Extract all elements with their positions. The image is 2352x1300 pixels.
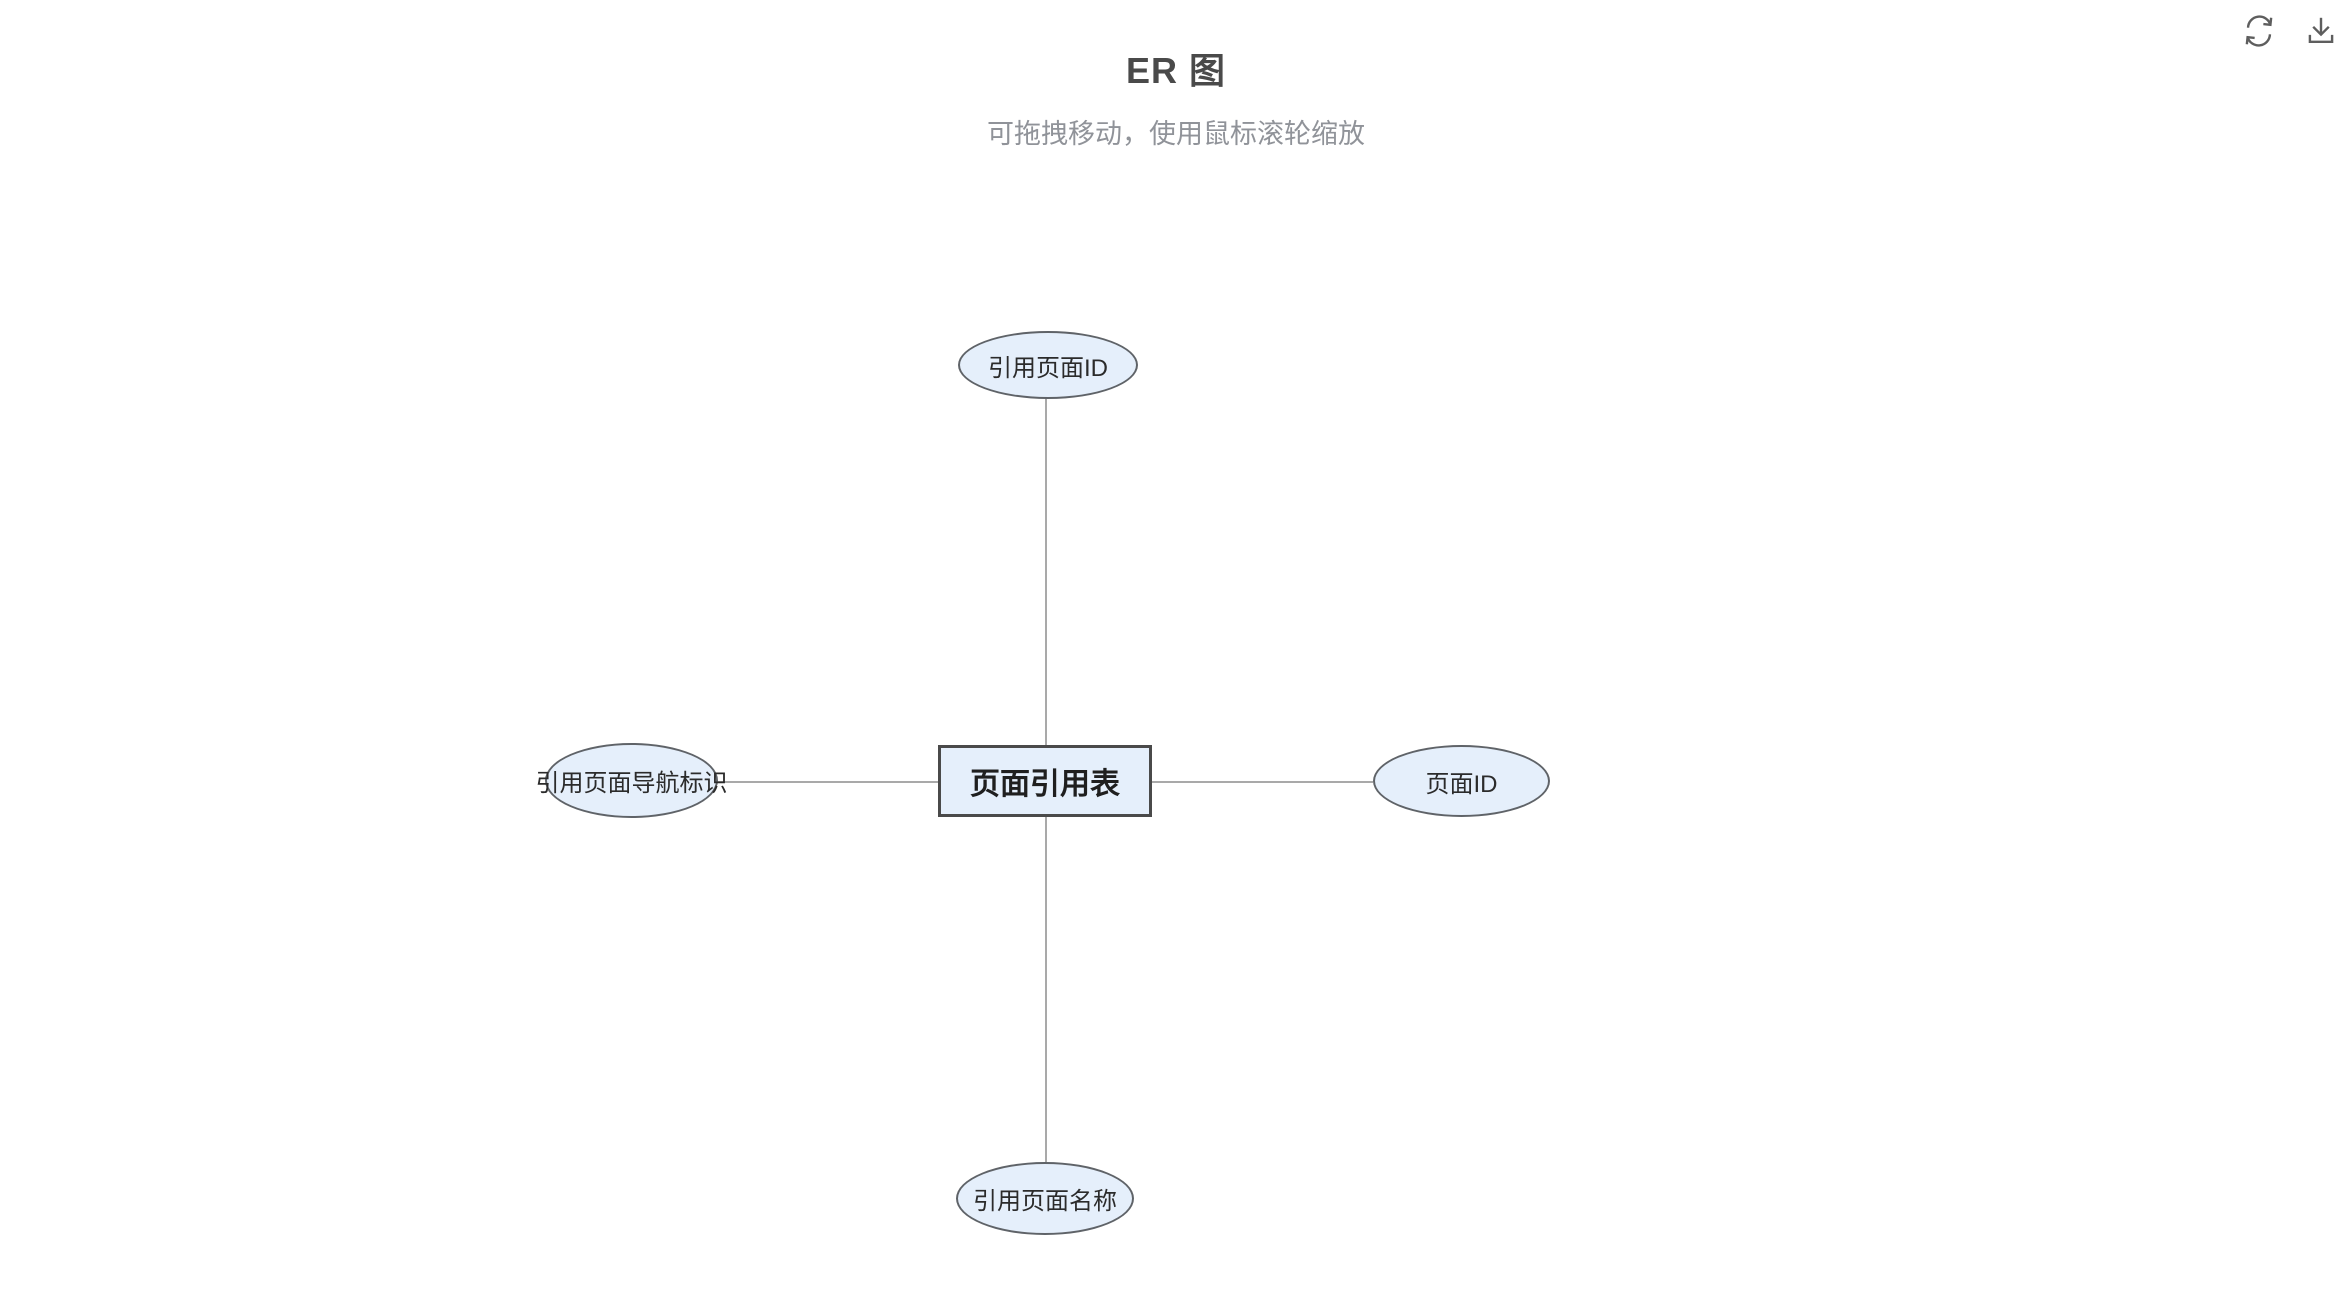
- edge-bottom: [1045, 817, 1047, 1162]
- attribute-node-bottom[interactable]: 引用页面名称: [956, 1162, 1134, 1235]
- refresh-button[interactable]: [2240, 12, 2278, 50]
- attribute-node-top[interactable]: 引用页面ID: [958, 331, 1138, 399]
- download-icon: [2308, 17, 2334, 43]
- toolbar: [2240, 12, 2340, 50]
- attribute-label: 引用页面导航标识: [535, 770, 728, 797]
- attribute-node-right[interactable]: 页面ID: [1373, 745, 1550, 817]
- edge-top: [1045, 398, 1047, 745]
- attribute-label: 引用页面名称: [973, 1188, 1117, 1215]
- download-button[interactable]: [2302, 12, 2340, 50]
- attribute-label: 引用页面ID: [988, 354, 1108, 382]
- entity-node[interactable]: 页面引用表: [938, 745, 1152, 817]
- edge-right: [1152, 781, 1373, 783]
- edge-left: [717, 781, 938, 783]
- attribute-node-left[interactable]: 引用页面导航标识: [536, 743, 728, 818]
- refresh-icon: [2245, 15, 2273, 47]
- attribute-label: 页面ID: [1425, 770, 1498, 798]
